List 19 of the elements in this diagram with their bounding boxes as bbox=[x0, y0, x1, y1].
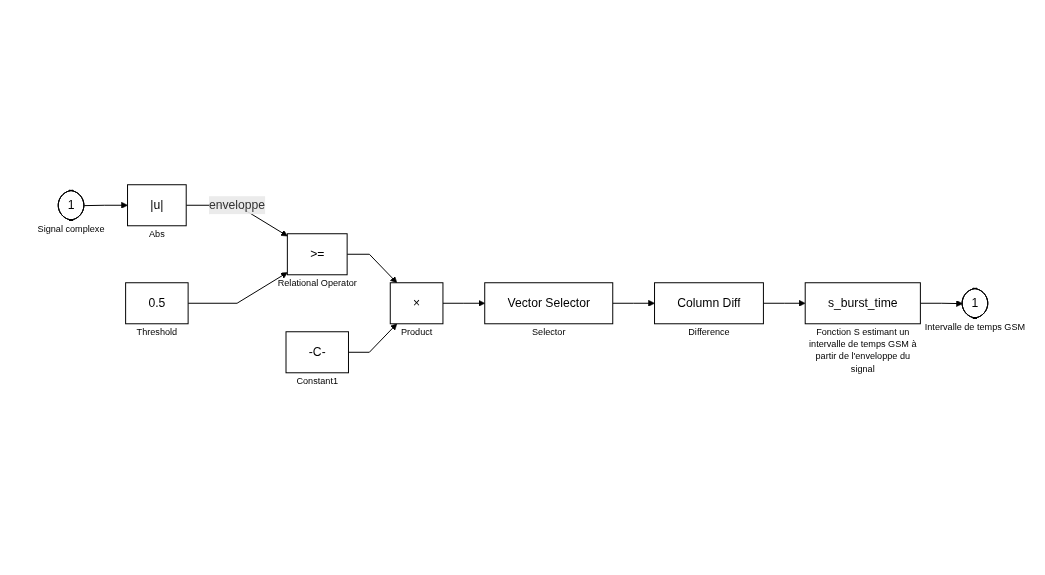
block-caption: Abs bbox=[148, 228, 165, 240]
block-caption: Signal complexe bbox=[37, 223, 104, 234]
node-box: >= bbox=[286, 233, 348, 276]
block-caption: Difference bbox=[687, 326, 730, 338]
block-caption: Constant1 bbox=[295, 375, 338, 387]
block-caption: Relational Operator bbox=[277, 277, 357, 289]
node-box: |u| bbox=[126, 184, 187, 227]
node-box: Column Diff bbox=[653, 282, 764, 325]
block-caption: Selector bbox=[531, 326, 565, 338]
node-box: s_burst_time bbox=[804, 282, 921, 325]
node-box: Vector Selector bbox=[483, 282, 613, 325]
block-caption: Intervalle de temps GSM bbox=[924, 321, 1025, 332]
block-caption: Threshold bbox=[136, 326, 177, 338]
node-box: -C- bbox=[285, 331, 349, 374]
edge-label: enveloppe bbox=[208, 198, 265, 212]
block-caption: Fonction S estimant un intervalle de temps GSM à partir de l'enveloppe du signal bbox=[808, 326, 916, 374]
node-box: × bbox=[389, 282, 443, 325]
node-box: 0.5 bbox=[124, 282, 189, 325]
block-caption: Product bbox=[400, 326, 432, 338]
